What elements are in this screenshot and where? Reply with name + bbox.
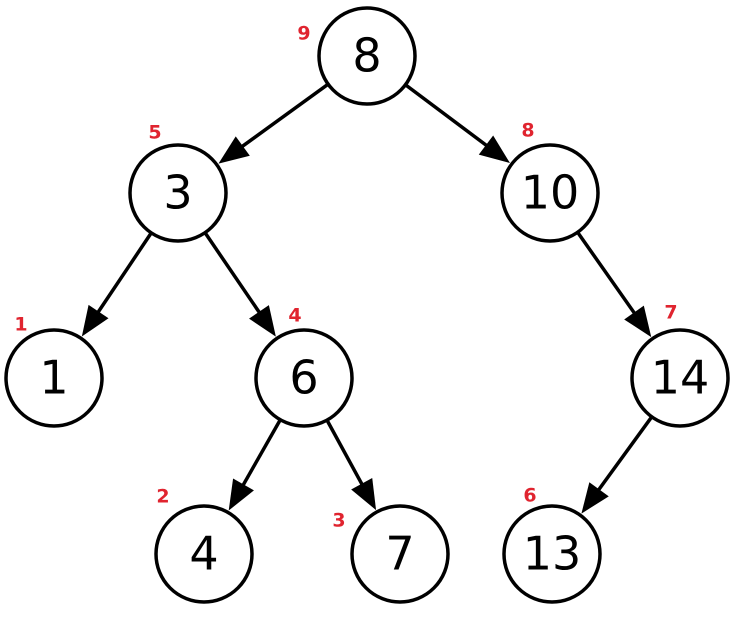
- arrowhead-n8-n10: [478, 135, 510, 164]
- traversal-order-label: 7: [664, 302, 677, 324]
- traversal-order-label: 1: [14, 314, 27, 336]
- traversal-order-label: 2: [156, 486, 169, 508]
- node-value-label: 14: [651, 351, 710, 405]
- edge-n14-n13: [590, 415, 654, 501]
- node-circle: [154, 504, 254, 604]
- edge-n3-n1: [90, 231, 153, 323]
- traversal-order-label: 3: [332, 510, 345, 532]
- edge-n6-n7: [325, 419, 369, 496]
- edge-n10-n14: [576, 231, 643, 324]
- node-circle: [502, 504, 602, 604]
- node-circle: [630, 328, 730, 428]
- node-value-label: 3: [163, 166, 192, 220]
- traversal-order-label: 6: [523, 485, 536, 507]
- tree-node-4: 42: [154, 486, 254, 604]
- node-circle: [254, 328, 354, 428]
- node-value-label: 13: [523, 527, 582, 581]
- node-value-label: 1: [39, 351, 68, 405]
- node-value-label: 8: [352, 29, 381, 83]
- edges-layer: [81, 82, 654, 514]
- node-value-label: 7: [385, 527, 414, 581]
- node-value-label: 4: [189, 527, 218, 581]
- node-circle: [500, 143, 600, 243]
- arrowhead-n3-n1: [81, 304, 109, 337]
- tree-node-6: 64: [254, 305, 354, 428]
- tree-node-8: 89: [297, 6, 417, 106]
- arrowhead-n6-n4: [228, 478, 254, 511]
- arrowhead-n8-n3: [218, 136, 250, 164]
- arrowhead-n14-n13: [581, 482, 609, 514]
- edge-n6-n4: [236, 418, 282, 496]
- tree-node-13: 13 6: [502, 485, 602, 604]
- tree-node-3: 35: [128, 122, 228, 243]
- traversal-order-label: 4: [288, 305, 301, 327]
- tree-node-14: 14 7: [630, 302, 730, 428]
- node-value-label: 6: [289, 351, 318, 405]
- arrowhead-n10-n14: [624, 305, 652, 338]
- tree-node-7: 73: [332, 504, 450, 604]
- node-circle: [128, 143, 228, 243]
- traversal-order-label: 5: [148, 122, 161, 144]
- arrowhead-n3-n6: [249, 305, 276, 337]
- tree-node-10: 10 8: [500, 120, 600, 243]
- node-circle: [4, 328, 104, 428]
- edge-n8-n10: [404, 83, 497, 154]
- node-value-label: 10: [521, 166, 580, 220]
- edge-n8-n3: [232, 82, 330, 155]
- tree-node-1: 11: [4, 314, 104, 428]
- traversal-order-label: 9: [297, 23, 310, 45]
- node-circle: [317, 6, 417, 106]
- node-circle: [350, 504, 450, 604]
- arrowhead-n6-n7: [351, 478, 377, 511]
- edge-n3-n6: [203, 231, 268, 323]
- traversal-order-label: 8: [521, 120, 534, 142]
